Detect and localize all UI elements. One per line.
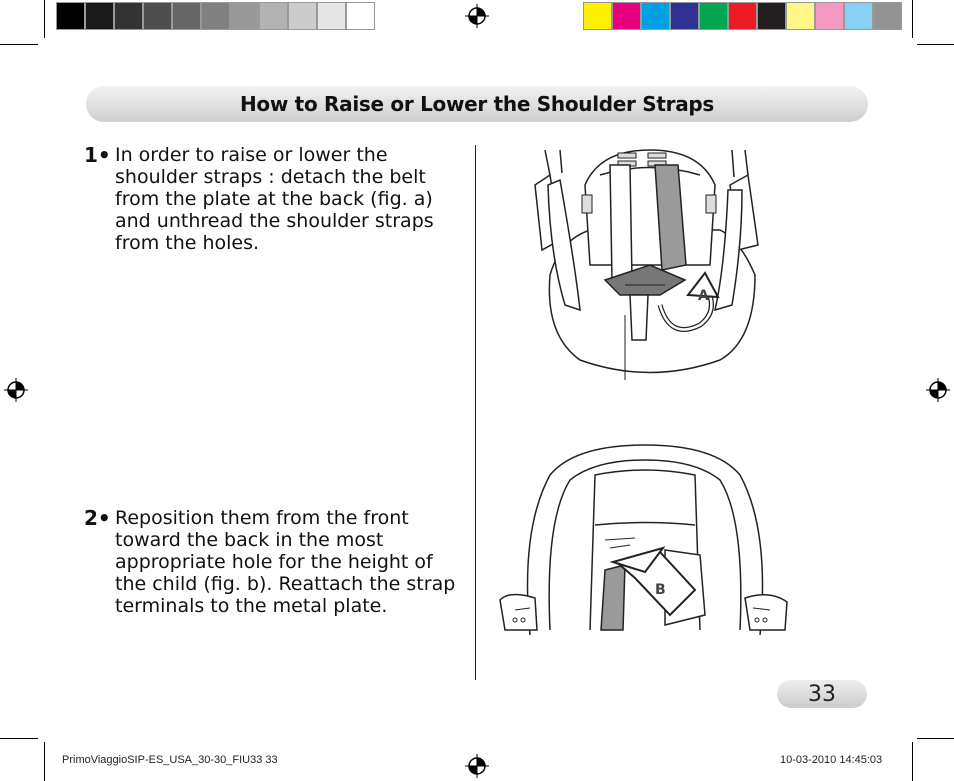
crop-mark (912, 742, 913, 781)
page-number-badge: 33 (777, 680, 867, 708)
gray-swatch (172, 2, 201, 30)
registration-mark-icon (465, 4, 489, 28)
figure-b: B (499, 444, 788, 635)
color-swatch (641, 2, 670, 30)
crop-mark (912, 0, 913, 38)
color-swatch (728, 2, 757, 30)
color-swatch (844, 2, 873, 30)
color-swatch (699, 2, 728, 30)
step-number: 2• (84, 506, 111, 530)
registration-mark-icon (4, 378, 28, 402)
footer-timestamp: 10-03-2010 14:45:03 (780, 754, 883, 766)
color-swatch (583, 2, 612, 30)
gray-swatch (288, 2, 317, 30)
crop-mark (44, 0, 45, 38)
gray-swatch (114, 2, 143, 30)
gray-swatch (56, 2, 85, 30)
color-swatch (815, 2, 844, 30)
figure-b-label: B (655, 582, 666, 598)
gray-swatch (230, 2, 259, 30)
color-swatch (757, 2, 786, 30)
page-number: 33 (808, 681, 836, 707)
color-swatch (670, 2, 699, 30)
figure-a-label: A (698, 288, 709, 304)
gray-swatch (259, 2, 288, 30)
gray-swatch (317, 2, 346, 30)
page-title: How to Raise or Lower the Shoulder Strap… (239, 92, 715, 116)
registration-mark-icon (465, 754, 489, 778)
step-text: In order to raise or lower the shoulder … (115, 144, 434, 254)
crop-mark (0, 44, 38, 45)
step-number: 1• (84, 143, 111, 167)
registration-mark-icon (926, 378, 950, 402)
crop-mark (917, 738, 954, 739)
color-swatch (612, 2, 641, 30)
column-divider (475, 145, 476, 680)
gray-swatch (143, 2, 172, 30)
color-swatch (873, 2, 902, 30)
gray-swatch (346, 2, 375, 30)
footer-file-info: PrimoViaggioSIP-ES_USA_30-30_FIU33 33 (62, 754, 278, 766)
gray-swatch (201, 2, 230, 30)
step-text: Reposition them from the front toward th… (115, 507, 456, 617)
title-banner: How to Raise or Lower the Shoulder Strap… (86, 86, 868, 122)
crop-mark (0, 738, 38, 739)
crop-mark (44, 742, 45, 781)
figure-a: A (534, 149, 759, 380)
gray-swatch (85, 2, 114, 30)
crop-mark (917, 44, 954, 45)
color-swatch (786, 2, 815, 30)
